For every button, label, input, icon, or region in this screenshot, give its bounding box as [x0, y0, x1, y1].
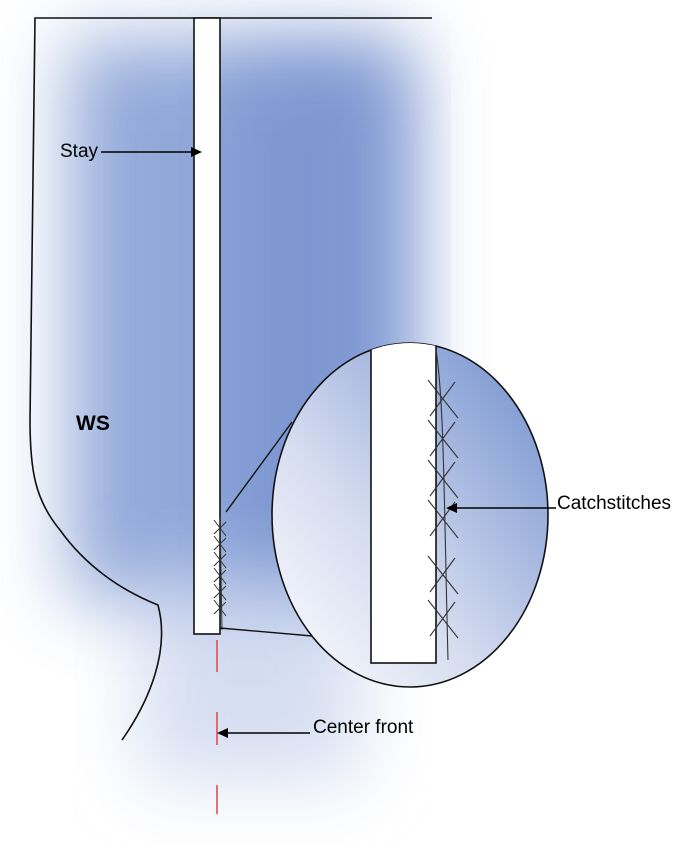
magnified-view [271, 342, 549, 688]
fabric-shading [70, 40, 410, 780]
ws-label: WS [76, 412, 110, 435]
magnified-catchstitches [427, 349, 459, 661]
stay-strip [193, 17, 221, 635]
center-front-arrow [217, 728, 310, 738]
catchstitches-arrow [446, 503, 556, 513]
garment-outline [29, 17, 432, 741]
stay-label: Stay [60, 141, 99, 162]
magnifier-lines [219, 421, 313, 637]
magnified-stay [370, 343, 437, 664]
stay-catchstitches [213, 517, 227, 631]
stay-arrow [101, 147, 202, 157]
catchstitches-label: Catchstitches [557, 493, 671, 514]
center-front-label: Center front [313, 717, 414, 738]
